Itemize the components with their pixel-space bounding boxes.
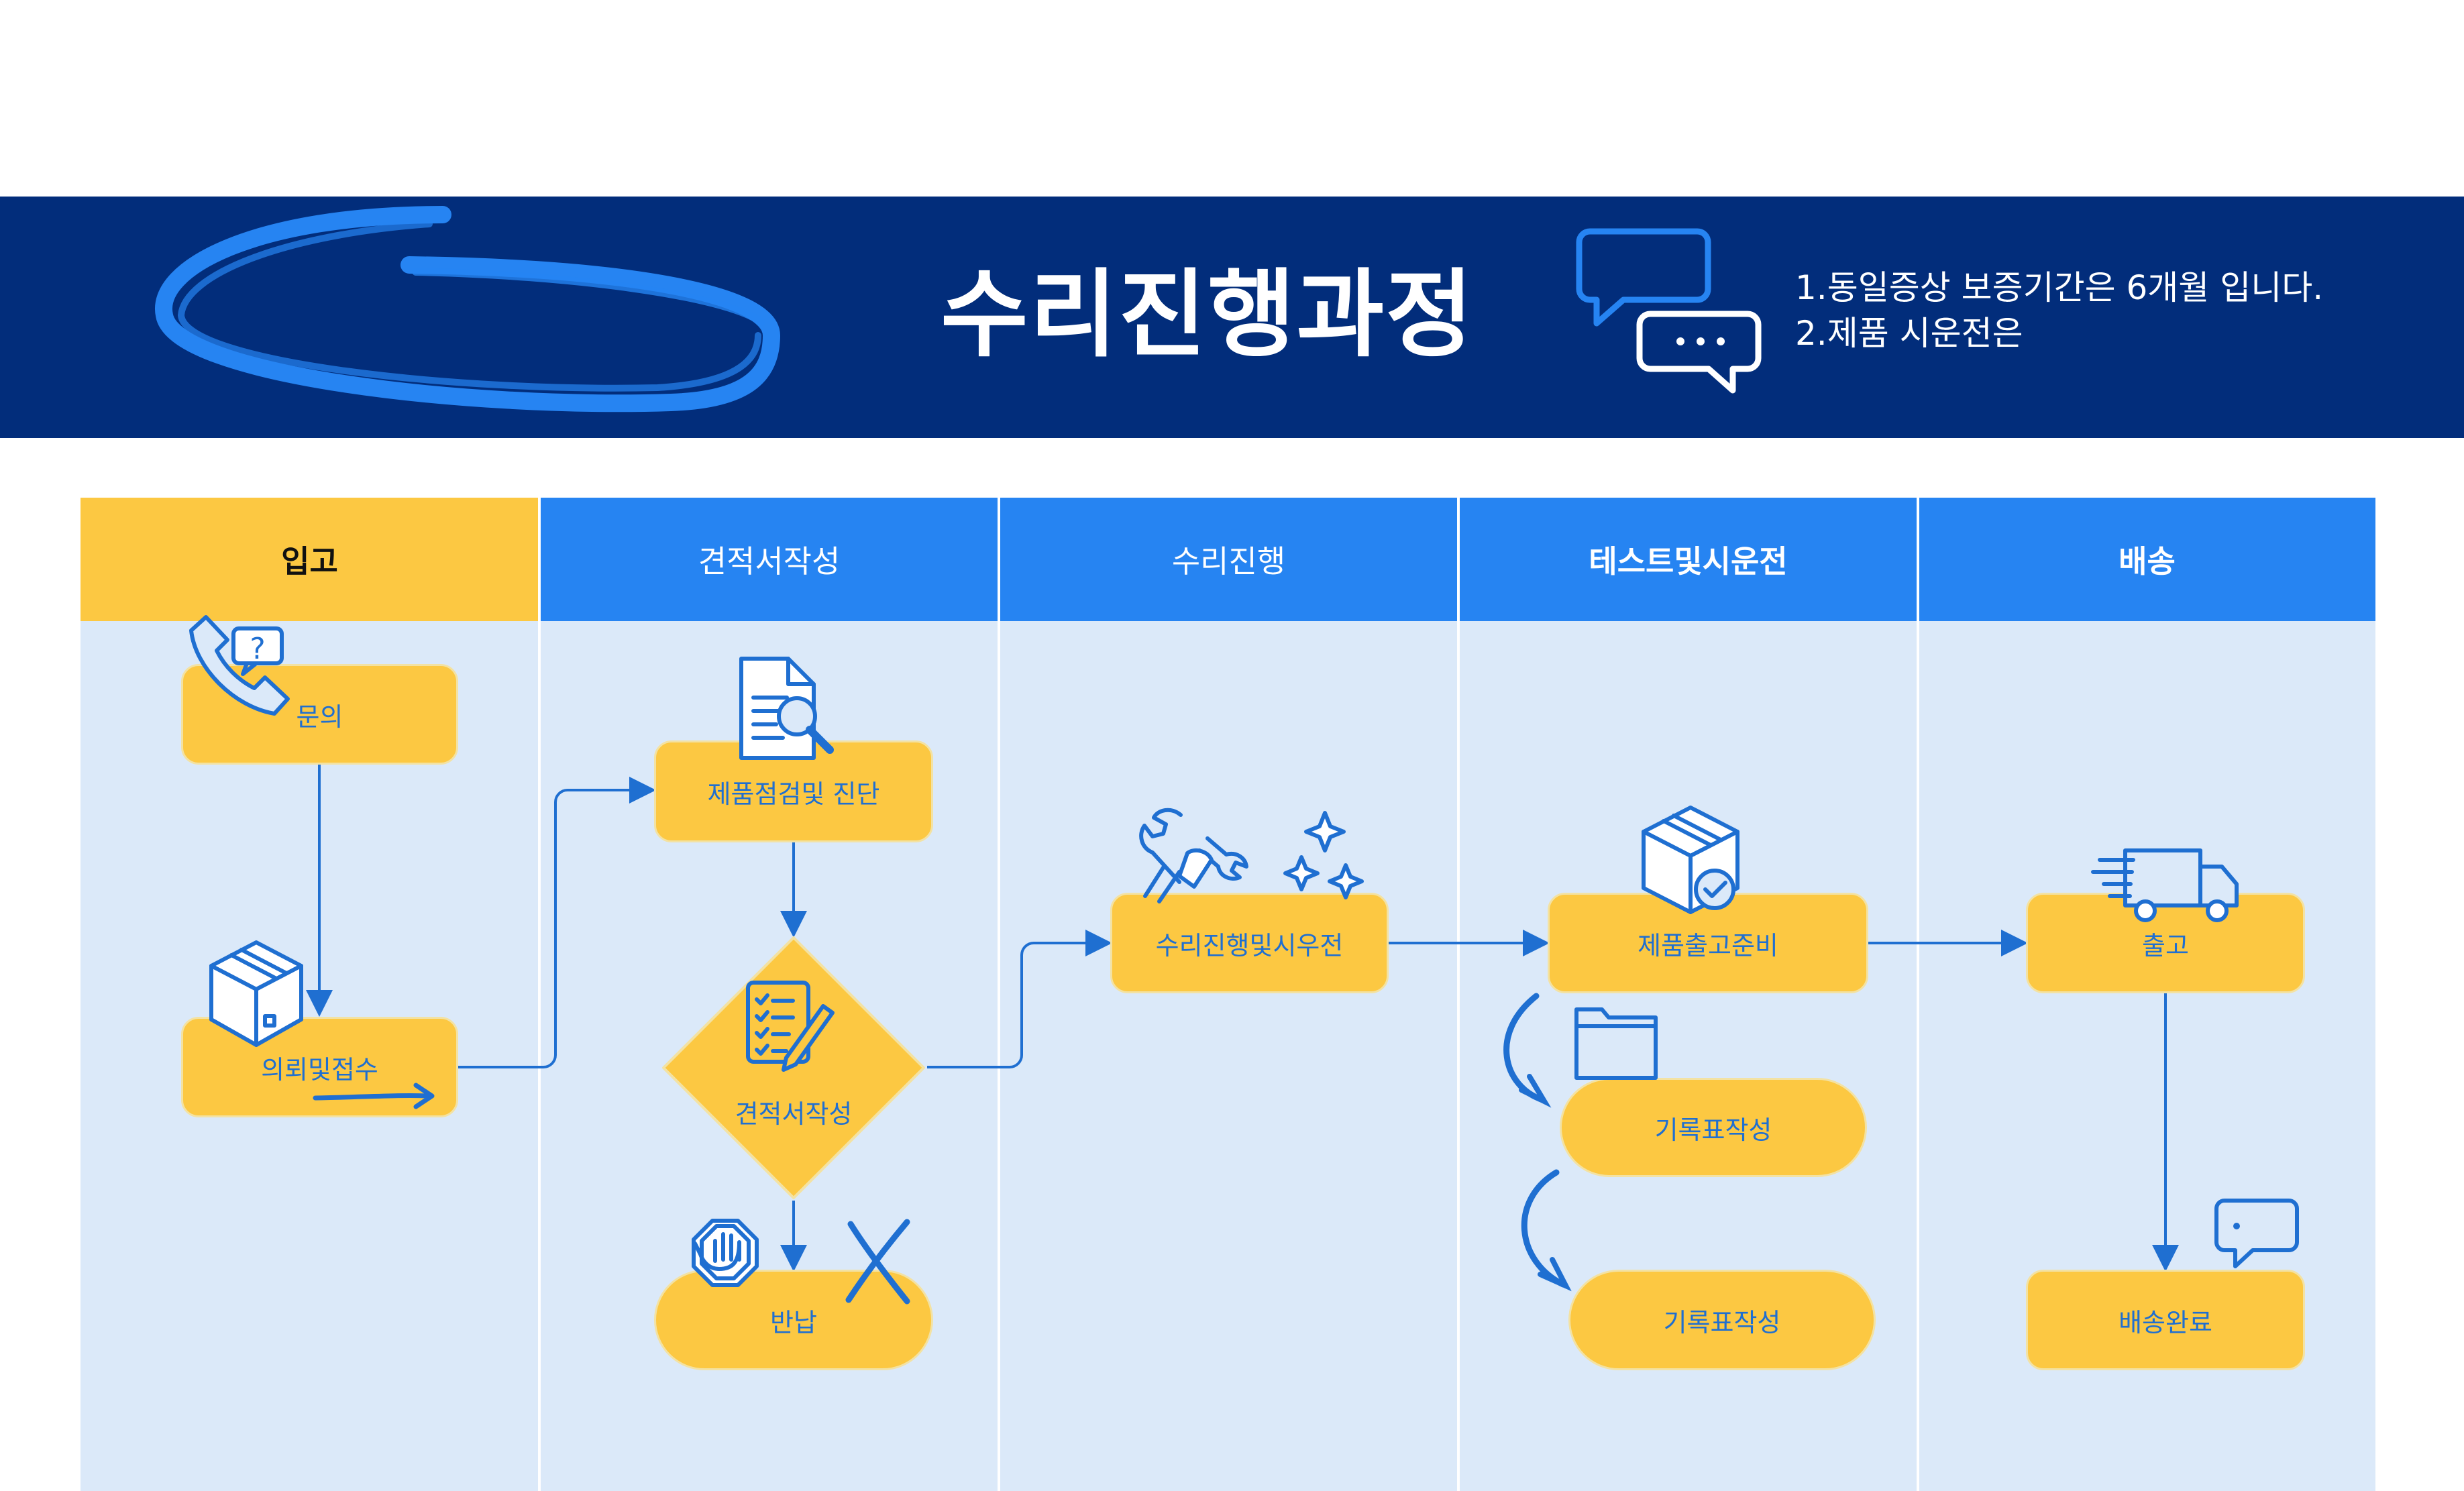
lane-header-repair: 수리진행 — [1000, 498, 1458, 621]
note-2: 2.제품 시운전은 — [1795, 314, 2023, 353]
node-delivered: 배송완료 — [2026, 1270, 2305, 1370]
node-estimate-label: 견적서작성 — [735, 1099, 853, 1129]
lane-header-test: 테스트및시운전 — [1459, 498, 1917, 621]
node-record-2: 기록표작성 — [1568, 1270, 1876, 1370]
lane-header-estimate: 견적서작성 — [540, 498, 998, 621]
node-inquiry: 문의 — [181, 664, 458, 765]
lane-divider — [1457, 498, 1460, 1491]
node-inspection: 제품점검및 진단 — [654, 740, 933, 842]
node-repair: 수리진행및시우전 — [1110, 893, 1389, 993]
page-title: 수리진행과정 — [941, 260, 1475, 370]
node-request-receipt: 의뢰및접수 — [181, 1017, 458, 1117]
node-return: 반납 — [654, 1270, 933, 1370]
lane-header-delivery: 배송 — [1919, 498, 2375, 621]
lane-header-intake: 입고 — [81, 498, 539, 621]
node-release-prep: 제품출고준비 — [1548, 893, 1868, 993]
note-1: 1.동일증상 보증기간은 6개월 입니다. — [1795, 268, 2324, 307]
node-ship: 출고 — [2026, 893, 2305, 993]
lane-divider — [538, 498, 541, 1491]
header-notes: 1.동일증상 보증기간은 6개월 입니다. 2.제품 시운전은 — [1795, 265, 2439, 356]
lane-divider — [998, 498, 1000, 1491]
lane-divider — [1917, 498, 1919, 1491]
node-record-1: 기록표작성 — [1560, 1078, 1867, 1177]
